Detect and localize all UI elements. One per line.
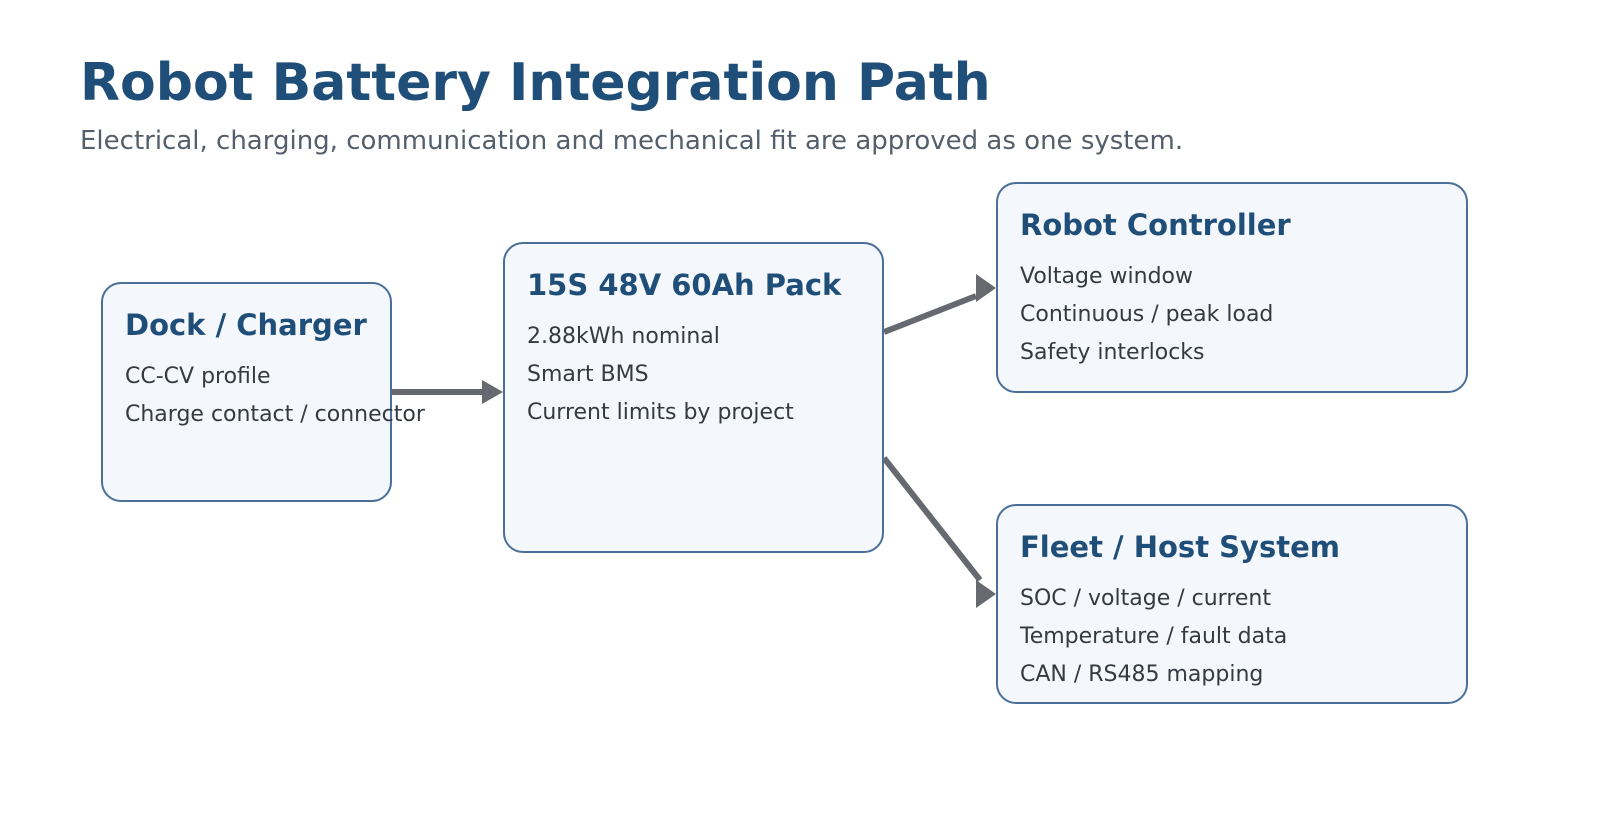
node-detail: SOC / voltage / current — [1020, 586, 1272, 611]
arrow-pack-to-fleet — [881, 456, 983, 582]
arrowhead-pack-to-controller — [976, 274, 996, 302]
arrowhead-pack-to-fleet — [976, 580, 996, 608]
node-fleet-host-system: Fleet / Host System SOC / voltage / curr… — [996, 504, 1468, 704]
node-detail: Smart BMS — [527, 362, 649, 387]
node-detail: Current limits by project — [527, 400, 794, 425]
node-detail: Safety interlocks — [1020, 340, 1205, 365]
node-title: 15S 48V 60Ah Pack — [527, 268, 842, 302]
node-detail: CAN / RS485 mapping — [1020, 662, 1264, 687]
node-detail: CC-CV profile — [125, 364, 271, 389]
page-title: Robot Battery Integration Path — [80, 53, 991, 113]
node-robot-controller: Robot Controller Voltage window Continuo… — [996, 182, 1468, 393]
page-subtitle: Electrical, charging, communication and … — [80, 126, 1184, 156]
node-battery-pack: 15S 48V 60Ah Pack 2.88kWh nominal Smart … — [503, 242, 884, 553]
node-detail: Continuous / peak load — [1020, 302, 1274, 327]
node-title: Dock / Charger — [125, 308, 367, 342]
node-title: Robot Controller — [1020, 208, 1291, 242]
node-detail: Temperature / fault data — [1020, 624, 1288, 649]
node-detail: Charge contact / connector — [125, 402, 425, 427]
node-title: Fleet / Host System — [1020, 530, 1340, 564]
arrow-pack-to-controller — [882, 293, 978, 335]
node-detail: 2.88kWh nominal — [527, 324, 720, 349]
arrowhead-dock-to-pack — [482, 380, 503, 404]
node-detail: Voltage window — [1020, 264, 1193, 289]
node-dock-charger: Dock / Charger CC-CV profile Charge cont… — [101, 282, 425, 502]
